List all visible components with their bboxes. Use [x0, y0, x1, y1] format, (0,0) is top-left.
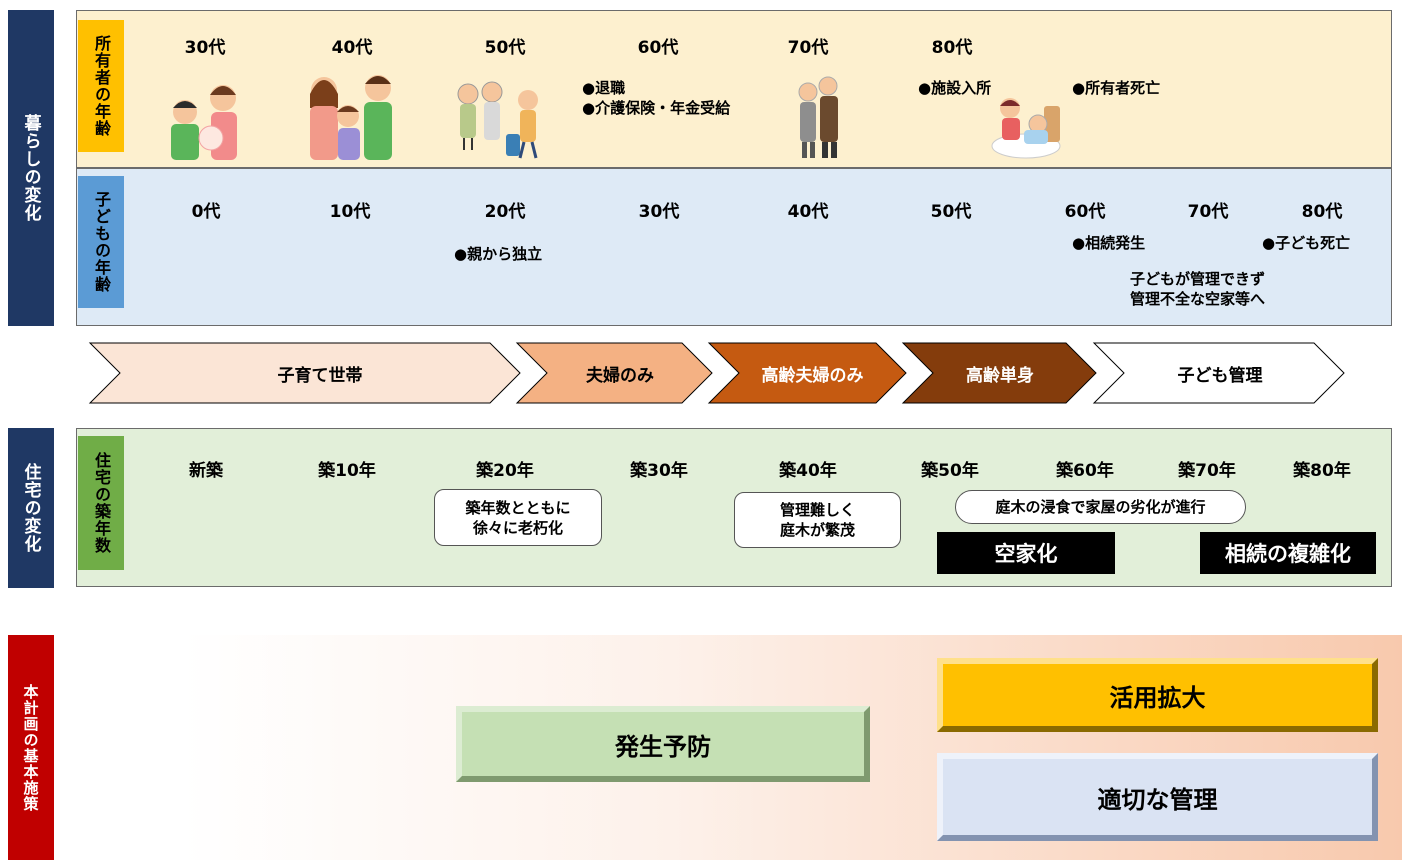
callout-hard-to-manage: 管理難しく 庭木が繁茂: [734, 492, 901, 548]
policy-side-label: 本計画の基本施策: [8, 635, 54, 860]
policy-side-text: 本計画の基本施策: [21, 683, 40, 812]
note-owner-death: ●所有者死亡: [1072, 79, 1161, 97]
child-age-row: [76, 168, 1392, 326]
stage-label-child-managed: 子ども管理: [1177, 365, 1263, 386]
callout-tree-erosion: 庭木の浸食で家屋の劣化が進行: [955, 490, 1246, 524]
owner-age-row: [76, 10, 1392, 168]
owner-age-60: 60代: [637, 38, 679, 58]
note-facility: ●施設入所: [918, 79, 992, 97]
child-age-50: 50代: [930, 202, 972, 222]
callout-gradual-aging-line2: 徐々に老朽化: [472, 518, 563, 537]
child-age-0: 0代: [191, 202, 221, 222]
policy-utilization-text: 活用拡大: [1109, 683, 1206, 712]
house-age-80: 築80年: [1293, 461, 1351, 481]
house-age-new: 新築: [189, 461, 223, 481]
note-retire: ●退職: [582, 79, 626, 97]
stage-chevron-2: [515, 342, 713, 404]
stage-chevron-1: [88, 342, 521, 404]
family-40s-illustration: [310, 75, 392, 160]
policy-management-box: 適切な管理: [937, 753, 1378, 841]
housing-side-text: 住宅の変化: [20, 463, 41, 553]
child-age-70: 70代: [1187, 202, 1229, 222]
household-stage-arrows: [88, 342, 1345, 404]
policy-management-text: 適切な管理: [1097, 785, 1218, 814]
note-child-death: ●子ども死亡: [1262, 234, 1351, 252]
child-age-30: 30代: [638, 202, 680, 222]
owner-age-40: 40代: [331, 38, 373, 58]
inheritance-complexity-label: 相続の複雑化: [1200, 532, 1376, 574]
child-age-20: 20代: [484, 202, 526, 222]
child-age-tag: 子どもの年齢: [78, 176, 124, 308]
owner-age-50: 50代: [484, 38, 526, 58]
child-age-10: 10代: [329, 202, 371, 222]
note-care-pension: ●介護保険・年金受給: [582, 99, 731, 117]
stage-label-elderly-single: 高齢単身: [966, 365, 1034, 386]
stage-chevron-4: [901, 342, 1097, 404]
house-age-60: 築60年: [1056, 461, 1114, 481]
child-age-80: 80代: [1301, 202, 1343, 222]
owner-age-80: 80代: [931, 38, 973, 58]
policy-utilization-box: 活用拡大: [937, 658, 1378, 732]
house-age-40: 築40年: [779, 461, 837, 481]
callout-gradual-aging-line1: 築年数とともに: [465, 498, 571, 517]
lifestyle-side-text: 暮らしの変化: [20, 114, 41, 222]
couple-50s-illustration: [457, 81, 538, 159]
policy-prevention-text: 発生予防: [615, 732, 711, 761]
owner-age-tag-text: 所有者の年齢: [92, 35, 111, 137]
house-age-30: 築30年: [630, 461, 688, 481]
owner-age-70: 70代: [787, 38, 829, 58]
child-age-60: 60代: [1064, 202, 1106, 222]
vacant-house-label: 空家化: [937, 532, 1115, 574]
lifestyle-side-label: 暮らしの変化: [8, 10, 54, 326]
policy-prevention-box: 発生予防: [456, 706, 870, 782]
house-age-tag-text: 住宅の築年数: [92, 452, 111, 554]
owner-age-tag: 所有者の年齢: [78, 20, 124, 152]
house-age-tag: 住宅の築年数: [78, 436, 124, 570]
child-age-tag-text: 子どもの年齢: [92, 191, 111, 293]
stage-label-elderly-couple: 高齢夫婦のみ: [761, 365, 864, 386]
callout-gradual-aging: 築年数とともに 徐々に老朽化: [434, 489, 602, 546]
note-inheritance: ●相続発生: [1072, 234, 1146, 252]
note-independent: ●親から独立: [454, 245, 543, 263]
note-poorly-managed: 管理不全な空家等へ: [1130, 290, 1266, 308]
house-age-20: 築20年: [476, 461, 534, 481]
house-age-50: 築50年: [921, 461, 979, 481]
elderly-couple-70s-illustration: [798, 76, 838, 158]
stage-label-couple-only: 夫婦のみ: [586, 365, 654, 386]
owner-age-30: 30代: [184, 38, 226, 58]
stage-chevron-3: [707, 342, 907, 404]
callout-hard-to-manage-line1: 管理難しく: [779, 501, 855, 519]
housing-side-label: 住宅の変化: [8, 428, 54, 588]
house-age-10: 築10年: [318, 461, 376, 481]
stage-chevron-5: [1092, 342, 1345, 404]
house-age-70: 築70年: [1178, 461, 1236, 481]
child-age-40: 40代: [787, 202, 829, 222]
care-facility-illustration: [991, 98, 1061, 159]
stage-label-child-rearing: 子育て世帯: [277, 365, 363, 386]
family-30s-illustration: [171, 85, 237, 160]
callout-tree-erosion-text: 庭木の浸食で家屋の劣化が進行: [995, 498, 1206, 516]
note-child-cannot-manage: 子どもが管理できず: [1130, 270, 1266, 288]
callout-hard-to-manage-line2: 庭木が繁茂: [779, 521, 855, 539]
